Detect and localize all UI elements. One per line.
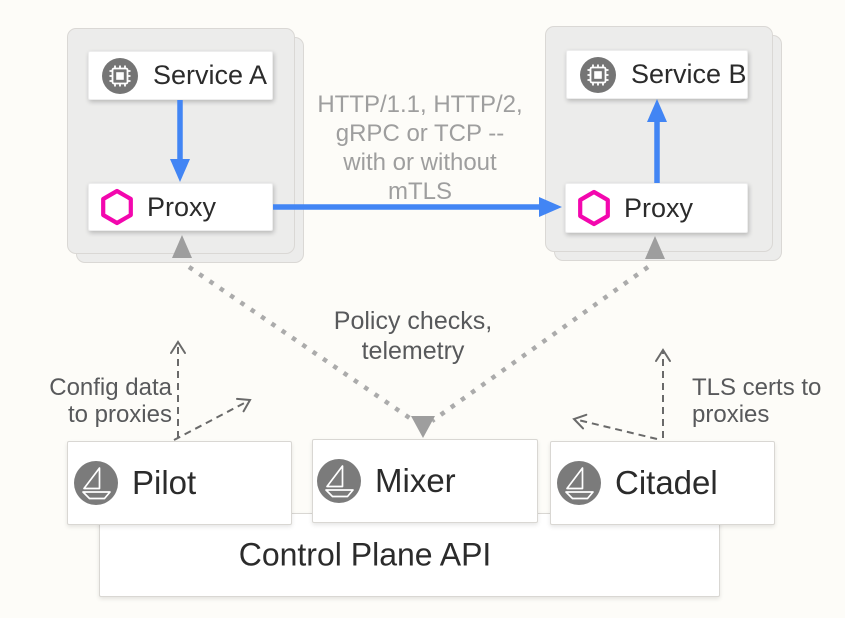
istio-sail-icon	[74, 461, 118, 505]
pilot-label: Pilot	[132, 464, 197, 501]
config-data-note: Config data to proxies	[49, 374, 172, 428]
control-plane-api-label: Control Plane API	[238, 536, 492, 573]
dashed-arrow-citadel-diagonal	[572, 413, 658, 440]
citadel-box: Citadel	[550, 441, 775, 525]
hexagon-proxy-icon	[578, 189, 610, 227]
proxy-b-box: Proxy	[565, 183, 748, 233]
chip-icon	[580, 56, 616, 93]
istio-sail-icon	[317, 459, 361, 503]
tls-certs-note: TLS certs to proxies	[692, 374, 822, 428]
service-a-box: Service A	[88, 51, 273, 100]
service-b-label: Service B	[631, 59, 747, 89]
mixer-arrowhead	[411, 416, 435, 438]
mixer-label: Mixer	[375, 462, 456, 499]
proxy-a-label: Proxy	[147, 191, 217, 222]
policy-telemetry-note: Policy checks, telemetry	[333, 307, 493, 365]
citadel-label: Citadel	[615, 464, 718, 501]
traffic-protocols-note: HTTP/1.1, HTTP/2, gRPC or TCP -- with or…	[317, 91, 523, 205]
service-b-box: Service B	[566, 50, 748, 99]
istio-sail-icon	[557, 461, 601, 505]
control-plane-api-box: Control Plane API	[99, 513, 720, 597]
hexagon-proxy-icon	[101, 188, 133, 226]
proxy-a-box: Proxy	[88, 183, 273, 231]
chip-icon	[102, 57, 138, 94]
pilot-box: Pilot	[67, 441, 292, 525]
service-a-label: Service A	[153, 60, 268, 90]
dashed-arrow-pilot-diagonal	[173, 397, 252, 441]
proxy-b-label: Proxy	[624, 192, 694, 223]
mixer-box: Mixer	[312, 439, 538, 523]
